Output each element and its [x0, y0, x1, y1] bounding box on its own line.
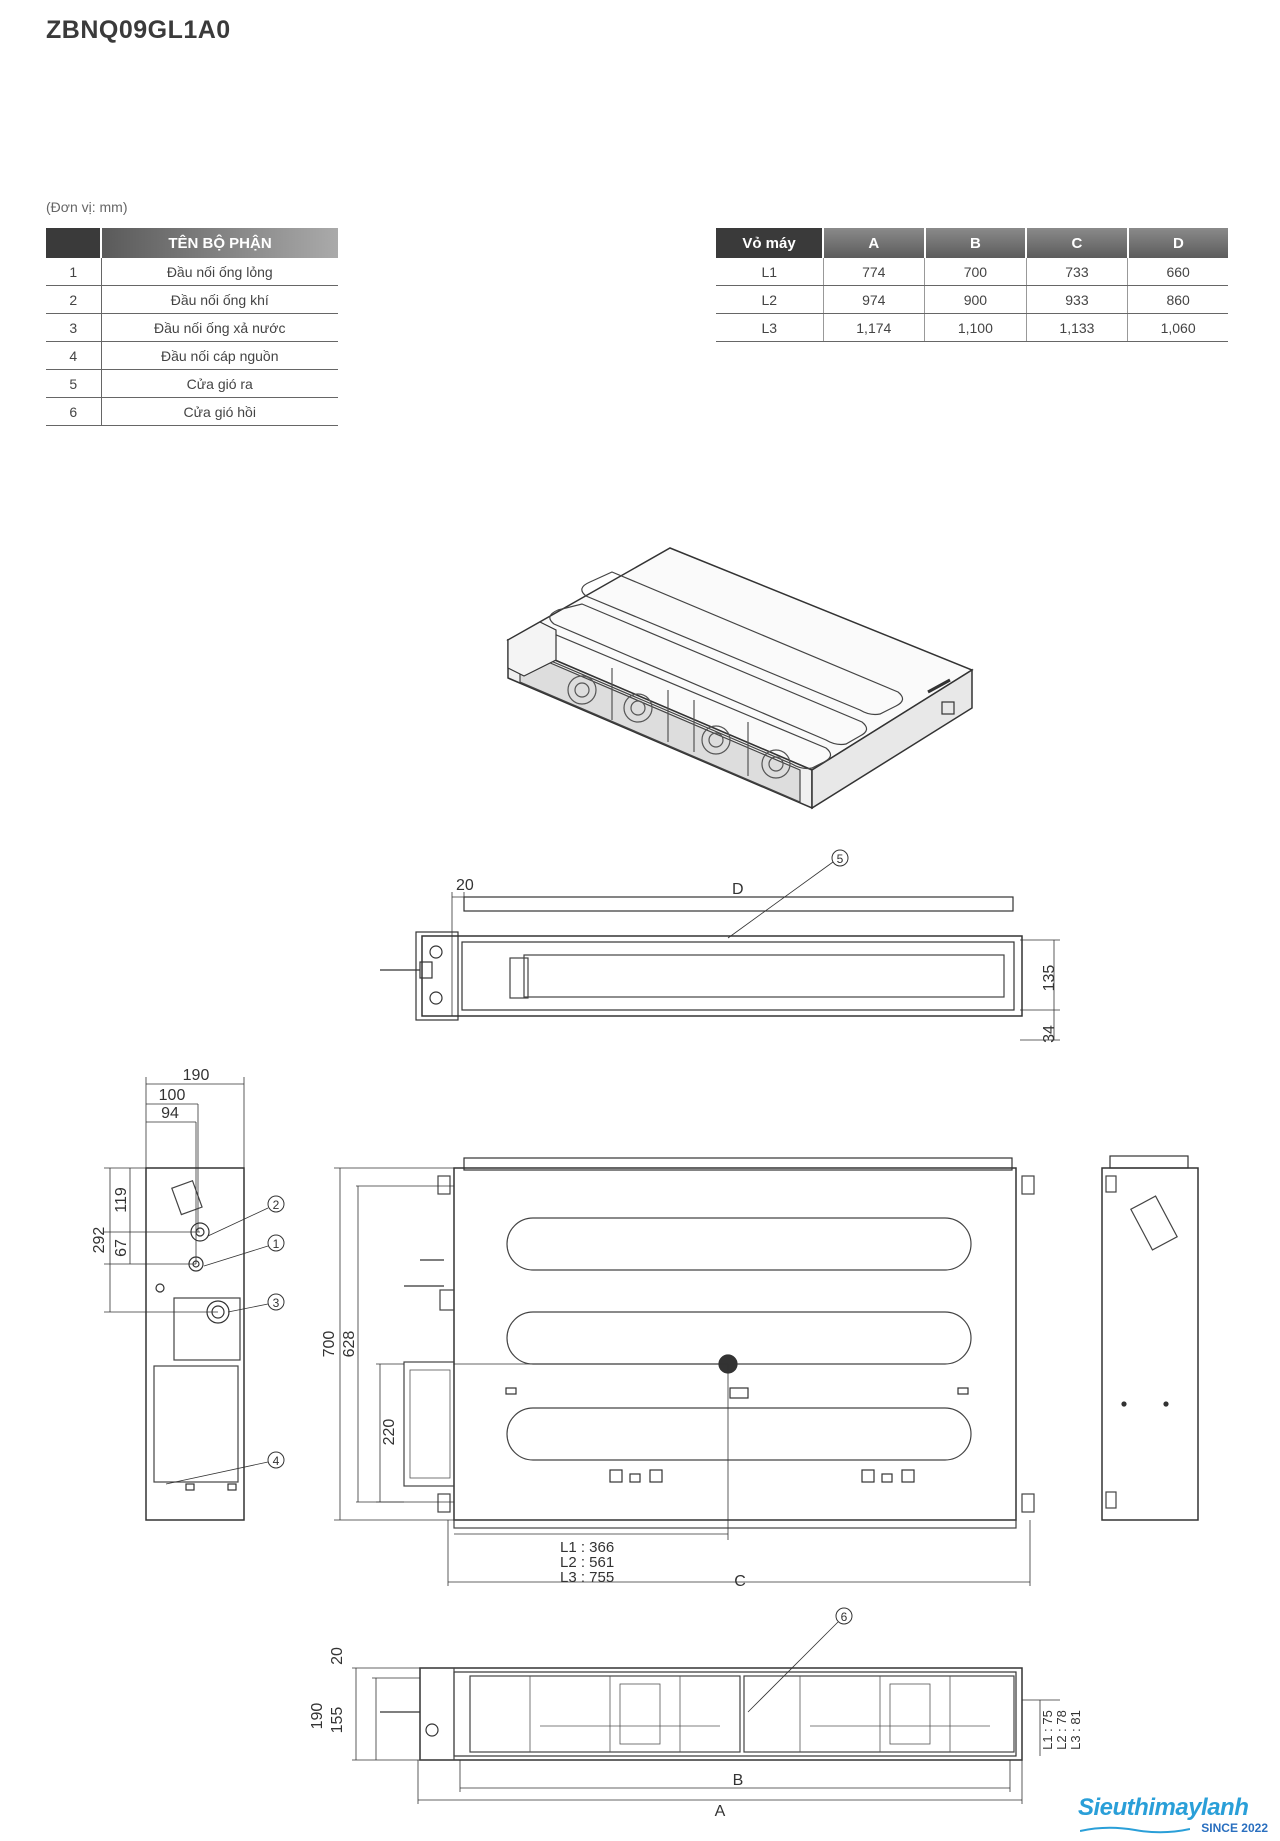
- isometric-view: [506, 547, 974, 810]
- front-view: [380, 849, 1060, 1041]
- dim-rear-190: 190: [309, 1703, 326, 1730]
- part-num: 5: [46, 369, 102, 398]
- dims-cell: 1,060: [1127, 313, 1228, 342]
- dims-header: D: [1127, 228, 1228, 258]
- parts-header-num: [46, 228, 102, 258]
- dims-header: C: [1026, 228, 1129, 258]
- dim-rear-155: 155: [329, 1707, 346, 1734]
- part-name: Đầu nối ống khí: [101, 285, 338, 314]
- dims-cell: 700: [924, 258, 1027, 286]
- dims-cell: 1,133: [1026, 313, 1129, 342]
- dim-rear-r3: L3 : 81: [1068, 1710, 1083, 1750]
- dim-side-119: 119: [113, 1187, 130, 1213]
- dims-header: B: [924, 228, 1028, 258]
- dims-cell: 900: [924, 285, 1027, 314]
- dims-row: L3 1,174 1,100 1,133 1,060: [716, 313, 1228, 342]
- part-name: Cửa gió hồi: [101, 397, 338, 426]
- dimensions-table: Vỏ máy A B C D L1 774 700 733 660 L2 974…: [716, 228, 1228, 342]
- dim-top-628: 628: [341, 1331, 358, 1358]
- wave-icon: [1080, 1826, 1190, 1834]
- dims-header: Vỏ máy: [716, 228, 824, 258]
- dim-top-l1: L1 : 366: [560, 1539, 614, 1556]
- dim-rear-a: A: [715, 1803, 726, 1820]
- dim-rear-20: 20: [329, 1647, 346, 1665]
- part-num: 4: [46, 341, 102, 370]
- dims-cell: L1: [716, 258, 824, 286]
- dim-front-d: D: [732, 881, 744, 898]
- dim-side-292: 292: [91, 1227, 108, 1254]
- dims-cell: L3: [716, 313, 824, 342]
- callout-6: 6: [841, 1610, 848, 1624]
- part-num: 3: [46, 313, 102, 342]
- dims-cell: 860: [1127, 285, 1228, 314]
- logo-since: SINCE 2022: [1201, 1821, 1268, 1835]
- dims-cell: 774: [823, 258, 926, 286]
- dims-cell: 1,174: [823, 313, 926, 342]
- callout-1: 1: [273, 1237, 280, 1251]
- callout-4: 4: [273, 1454, 280, 1468]
- part-num: 6: [46, 397, 102, 426]
- dim-top-c: C: [734, 1573, 746, 1590]
- brand-logo[interactable]: Sieuthimaylanh SINCE 2022: [1078, 1794, 1274, 1838]
- dim-top-220: 220: [381, 1419, 398, 1446]
- part-name: Cửa gió ra: [101, 369, 338, 398]
- callout-2: 2: [273, 1198, 280, 1212]
- parts-header-name: TÊN BỘ PHẬN: [101, 228, 338, 258]
- dim-side-94: 94: [161, 1105, 179, 1122]
- dim-rear-r1: L1 : 75: [1040, 1710, 1055, 1750]
- top-view: [334, 1157, 1035, 1586]
- part-name: Đầu nối ống xả nước: [101, 313, 338, 342]
- dim-side-67: 67: [113, 1239, 130, 1257]
- side-view: [104, 1077, 285, 1521]
- part-num: 1: [46, 258, 102, 286]
- callout-5: 5: [837, 852, 844, 866]
- dim-side-100: 100: [159, 1087, 186, 1104]
- dims-cell: 974: [823, 285, 926, 314]
- dims-cell: 733: [1026, 258, 1129, 286]
- dim-rear-b: B: [733, 1772, 744, 1789]
- part-name: Đầu nối cáp nguồn: [101, 341, 338, 370]
- dims-row: L2 974 900 933 860: [716, 285, 1228, 314]
- dim-front-135: 135: [1041, 965, 1058, 992]
- dims-cell: L2: [716, 285, 824, 314]
- part-name: Đầu nối ống lỏng: [101, 258, 338, 286]
- part-num: 2: [46, 285, 102, 314]
- dims-header: A: [823, 228, 926, 258]
- dim-top-l3: L3 : 755: [560, 1569, 614, 1586]
- logo-name: Sieuthimaylanh: [1078, 1794, 1249, 1821]
- model-title: ZBNQ09GL1A0: [46, 16, 231, 44]
- rear-view: [352, 1607, 1060, 1804]
- dim-top-l2: L2 : 561: [560, 1554, 614, 1571]
- dims-row: L1 774 700 733 660: [716, 258, 1228, 286]
- dims-cell: 933: [1026, 285, 1129, 314]
- dim-front-34: 34: [1041, 1025, 1058, 1043]
- callout-3: 3: [273, 1296, 280, 1310]
- right-side-view: [1101, 1155, 1199, 1521]
- dim-side-190: 190: [183, 1067, 210, 1084]
- dim-front-20: 20: [456, 877, 474, 894]
- dims-cell: 660: [1127, 258, 1228, 286]
- unit-note: (Đơn vị: mm): [46, 199, 128, 215]
- dims-cell: 1,100: [924, 313, 1027, 342]
- dim-top-700: 700: [321, 1331, 338, 1358]
- dim-rear-r2: L2 : 78: [1054, 1710, 1069, 1750]
